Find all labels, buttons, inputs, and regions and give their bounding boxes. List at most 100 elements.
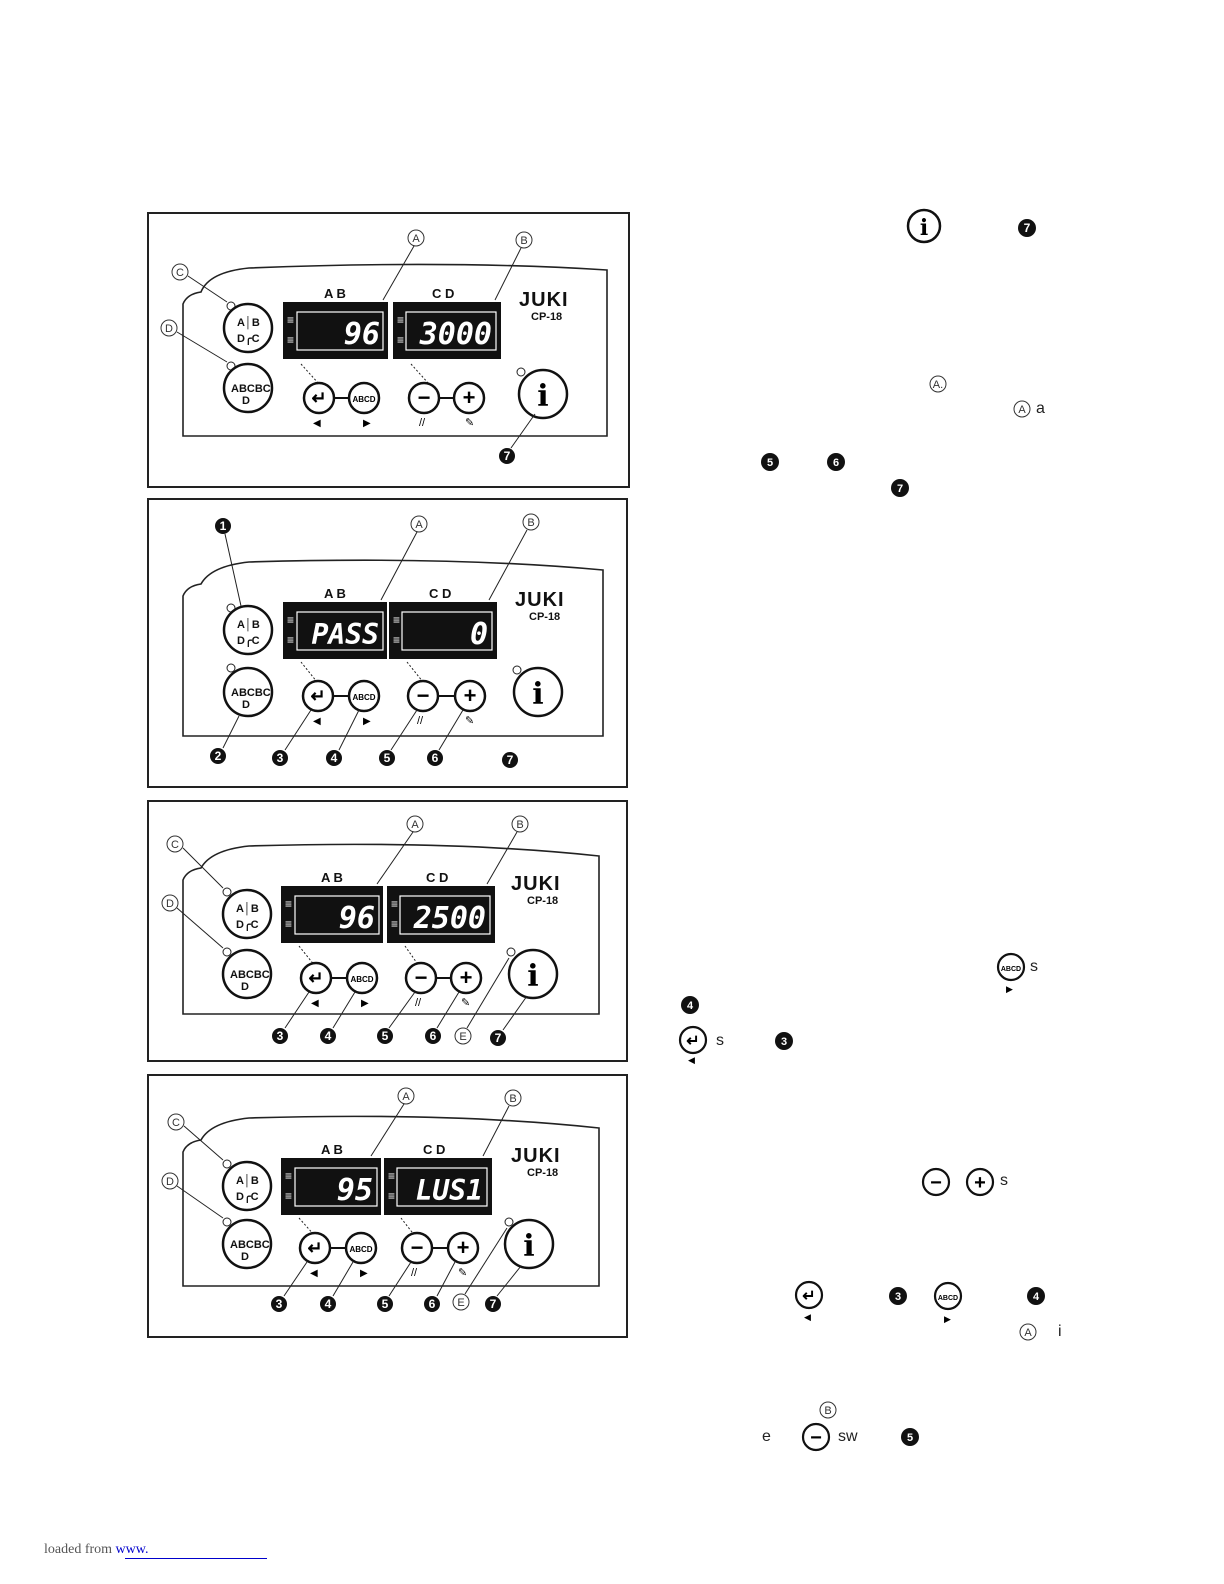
svg-text:≡: ≡ (287, 313, 294, 327)
plus-button[interactable] (449, 961, 483, 995)
number-3: 3 (276, 1297, 283, 1311)
svg-text:ABCD: ABCD (938, 1295, 958, 1302)
number-6-marker: 6 (827, 453, 845, 471)
number-4: 4 (331, 751, 338, 765)
item-select-button[interactable] (345, 961, 379, 995)
display-left-labels: A B (324, 586, 346, 601)
svg-text:A│B: A│B (236, 1173, 259, 1188)
pattern-select-button[interactable] (221, 888, 273, 940)
information-button[interactable] (507, 948, 559, 1000)
plus-icon: + (464, 683, 477, 708)
svg-text:▶: ▶ (1006, 984, 1013, 994)
abcd-cycle-icon: ABCD (349, 1245, 372, 1254)
callout-a: A (415, 519, 423, 531)
plus-button[interactable] (452, 381, 486, 415)
callout-c: C (176, 267, 184, 279)
information-button[interactable] (512, 666, 564, 718)
svg-text:✎: ✎ (461, 997, 470, 1009)
item-select-button[interactable] (347, 679, 381, 713)
right-display-value: 3000 (419, 317, 492, 352)
information-button[interactable] (517, 368, 569, 420)
svg-text:3: 3 (781, 1036, 787, 1048)
right-display-value: LUS1 (416, 1174, 483, 1207)
svg-text:ABCD: ABCD (1001, 966, 1021, 973)
number-6: 6 (432, 751, 439, 765)
footer-link[interactable]: www. (115, 1542, 149, 1557)
number-7-marker: 7 (1018, 219, 1036, 237)
footer-prefix: loaded from (44, 1542, 116, 1557)
enter-icon: ↵ (310, 686, 325, 706)
overlap-stitch-button[interactable] (221, 1218, 273, 1270)
text-fragment: s (1000, 1172, 1008, 1189)
display-right-labels: C D (432, 286, 454, 301)
svg-text:≡: ≡ (391, 917, 398, 931)
led-e (506, 947, 516, 957)
callout-a-ref-3: A (1019, 1323, 1037, 1341)
info-icon: i (527, 959, 538, 994)
svg-text:≡: ≡ (285, 1169, 292, 1183)
svg-text:≡: ≡ (287, 633, 294, 647)
svg-text:✎: ✎ (458, 1267, 467, 1279)
svg-text:✎: ✎ (465, 715, 474, 727)
overlap-stitch-button[interactable] (221, 948, 273, 1000)
plus-button[interactable] (453, 679, 487, 713)
callout-a: A (411, 819, 419, 831)
item-select-button[interactable] (344, 1231, 378, 1265)
overlap-stitch-button[interactable] (222, 362, 274, 414)
text-fragment: i (1058, 1323, 1062, 1340)
enter-icon: ↵ (311, 388, 326, 408)
svg-text://: // (415, 997, 422, 1009)
minus-button-icon: − (921, 1167, 951, 1197)
svg-text:D: D (242, 395, 250, 407)
number-1: 1 (220, 519, 227, 533)
overlap-stitch-button[interactable] (222, 666, 274, 718)
abcd-button-icon: ABCD ▶ (933, 1281, 963, 1324)
svg-text:A.: A. (933, 379, 943, 391)
svg-text://: // (419, 417, 426, 429)
juki-logo: JUKI (511, 873, 561, 895)
plus-button[interactable] (446, 1231, 480, 1265)
info-icon: i (537, 379, 548, 414)
svg-text:D╭C: D╭C (237, 635, 260, 647)
callout-d: D (166, 898, 174, 910)
minus-icon: − (411, 1235, 424, 1260)
display-right-labels: C D (429, 586, 451, 601)
svg-text:B: B (824, 1405, 831, 1417)
svg-text:▶: ▶ (363, 716, 371, 727)
svg-text:ABCBC: ABCBC (231, 383, 271, 395)
number-3-marker: 3 (889, 1287, 907, 1305)
text-fragment: s (1030, 958, 1038, 975)
callout-a: A (412, 233, 420, 245)
svg-text:5: 5 (767, 457, 773, 469)
juki-logo: JUKI (515, 589, 565, 611)
svg-text:▶: ▶ (361, 998, 369, 1009)
svg-text:◀: ◀ (313, 418, 321, 429)
svg-text:≡: ≡ (388, 1169, 395, 1183)
svg-text:≡: ≡ (393, 633, 400, 647)
left-display-value: 96 (344, 317, 380, 352)
number-4: 4 (325, 1297, 332, 1311)
model-label: CP-18 (527, 1167, 558, 1179)
pattern-select-button[interactable] (222, 302, 274, 354)
item-select-button[interactable] (347, 381, 381, 415)
svg-text:3: 3 (895, 1291, 901, 1303)
pattern-select-button[interactable] (221, 1160, 273, 1212)
svg-text:↵: ↵ (686, 1033, 699, 1050)
pattern-select-button[interactable] (222, 604, 274, 656)
svg-text:A: A (1024, 1327, 1032, 1339)
svg-text:ABCBC: ABCBC (231, 687, 271, 699)
model-label: CP-18 (529, 611, 560, 623)
svg-text:◀: ◀ (310, 1268, 318, 1279)
svg-text:≡: ≡ (391, 897, 398, 911)
svg-text:4: 4 (687, 1000, 694, 1012)
info-button-icon: i (906, 208, 942, 244)
number-5: 5 (382, 1029, 389, 1043)
control-panel-figure-2: A│B D╭C ABCBC D A B C D ≡≡ ≡≡ PASS 0 JUK… (147, 498, 628, 788)
svg-text:✎: ✎ (465, 417, 474, 429)
number-5-marker: 5 (761, 453, 779, 471)
display-left-labels: A B (321, 1142, 343, 1157)
abcd-cycle-icon: ABCD (352, 693, 375, 702)
information-button[interactable] (503, 1218, 555, 1270)
number-5: 5 (382, 1297, 389, 1311)
number-4-marker: 4 (1027, 1287, 1045, 1305)
